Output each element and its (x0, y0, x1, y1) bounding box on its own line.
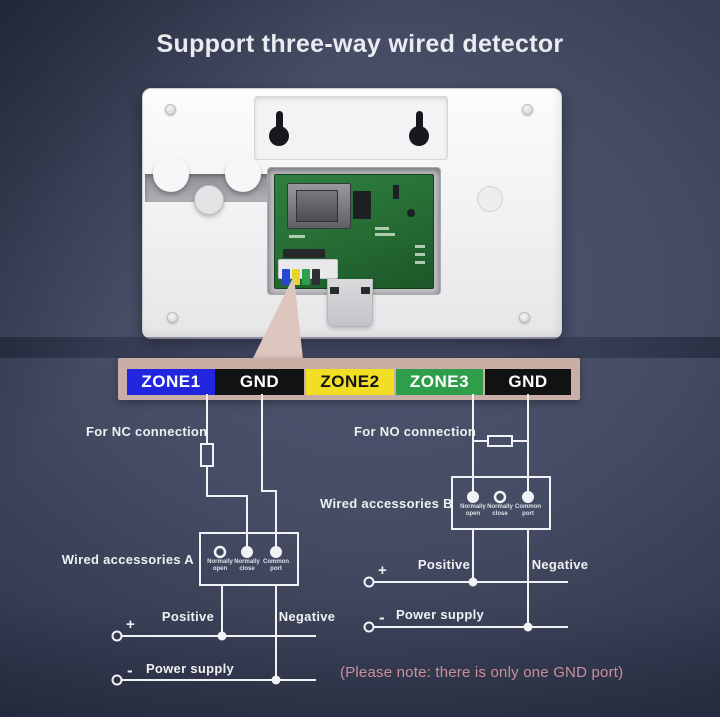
pcb-chip (393, 185, 399, 199)
gnd-wire (261, 394, 277, 533)
terminal-strip: ZONE1 GND ZONE2 ZONE3 GND (118, 358, 580, 400)
pcb-silkscreen (415, 261, 425, 264)
plus-terminal (363, 576, 375, 588)
resistor-symbol-horizontal (487, 435, 513, 447)
sim-card-cover (296, 190, 338, 222)
box-b-common-port-label: Common port (515, 504, 541, 518)
channel-bump (225, 156, 261, 192)
box-a-normally-open-terminal (213, 545, 227, 559)
knockout-disc (194, 185, 224, 215)
box-b-common-port-terminal (522, 491, 534, 503)
nc-minus-sign: - (127, 661, 133, 680)
tab-clip (361, 287, 370, 294)
box-a-normally-close-label: Normally close (234, 559, 260, 573)
keyhole-hole (269, 126, 289, 146)
nc-negative-label: Negative (278, 609, 336, 624)
corner-screw (519, 312, 530, 323)
no-positive-label: Positive (417, 557, 471, 572)
wire-nub-yellow (292, 269, 300, 285)
corner-screw (167, 312, 178, 323)
box-a-common-port-terminal (270, 546, 282, 558)
pcb-component (407, 209, 415, 217)
terminal-gnd-2: GND (485, 369, 571, 395)
box-b-normally-open-terminal (467, 491, 479, 503)
page-title: Support three-way wired detector (156, 30, 564, 58)
terminal-zone2: ZONE2 (306, 369, 394, 395)
junction-dot (217, 631, 227, 641)
pin-header (283, 249, 325, 258)
wire-nub-black (312, 269, 320, 285)
keyhole-slot-right (409, 97, 429, 159)
alarm-panel-back (142, 88, 562, 339)
pcb-opening (267, 167, 441, 295)
no-minus-sign: - (379, 608, 385, 627)
box-b-normally-close-terminal (493, 490, 507, 504)
accessory-b-label: Wired accessories B (320, 496, 453, 511)
gnd-note: (Please note: there is only one GND port… (340, 664, 624, 681)
terminal-zone3: ZONE3 (396, 369, 483, 395)
pcb-silkscreen (375, 227, 389, 230)
nc-power-supply-label: Power supply (145, 661, 235, 676)
nc-plus-sign: + (126, 616, 135, 633)
pcb-chip (353, 191, 371, 219)
surface-shadow (0, 337, 720, 358)
pcb-silkscreen (415, 245, 425, 248)
box-b-normally-open-label: Normally open (460, 504, 486, 518)
junction-dot (523, 622, 533, 632)
pcb-board (274, 174, 434, 289)
box-a-normally-open-label: Normally open (207, 559, 233, 573)
keyhole-stem (415, 111, 423, 131)
pcb-silkscreen (375, 233, 395, 236)
pcb-silkscreen (289, 235, 305, 238)
keyhole-hole (409, 126, 429, 146)
no-plus-sign: + (378, 562, 387, 579)
corner-screw (165, 104, 176, 115)
sim-card-slot (287, 183, 351, 229)
wire-nub-blue (282, 269, 290, 285)
box-a-terminal-leads (246, 533, 277, 547)
no-power-supply-label: Power supply (395, 607, 485, 622)
accessory-box-b (451, 476, 551, 530)
box-b-terminal-leads (472, 477, 529, 492)
minus-terminal (111, 674, 123, 686)
plus-terminal (111, 630, 123, 642)
nc-connection-heading: For NC connection (86, 424, 208, 439)
knockout-circle (477, 186, 503, 212)
wire-nub-green (302, 269, 310, 285)
terminal-zone1: ZONE1 (127, 369, 215, 395)
junction-dot (271, 675, 281, 685)
corner-screw (522, 104, 533, 115)
no-negative-label: Negative (531, 557, 589, 572)
box-b-normally-close-label: Normally close (487, 504, 513, 518)
keyhole-slot-left (269, 97, 289, 159)
junction-dot (468, 577, 478, 587)
box-a-normally-close-terminal (241, 546, 253, 558)
pcb-silkscreen (415, 253, 425, 256)
cable-entry-tab (327, 279, 373, 327)
resistor-symbol-vertical (200, 443, 214, 467)
tab-clip (330, 287, 339, 294)
minus-terminal (363, 621, 375, 633)
box-a-common-port-label: Common port (263, 559, 289, 573)
mounting-plate (254, 96, 448, 160)
keyhole-stem (275, 111, 283, 131)
cable-channel (145, 156, 273, 215)
accessory-a-label: Wired accessories A (61, 552, 194, 567)
nc-positive-label: Positive (161, 609, 215, 624)
channel-bump (153, 156, 189, 192)
zone1-wire (206, 466, 248, 533)
no-connection-heading: For NO connection (354, 424, 477, 439)
terminal-gnd-1: GND (215, 369, 304, 395)
